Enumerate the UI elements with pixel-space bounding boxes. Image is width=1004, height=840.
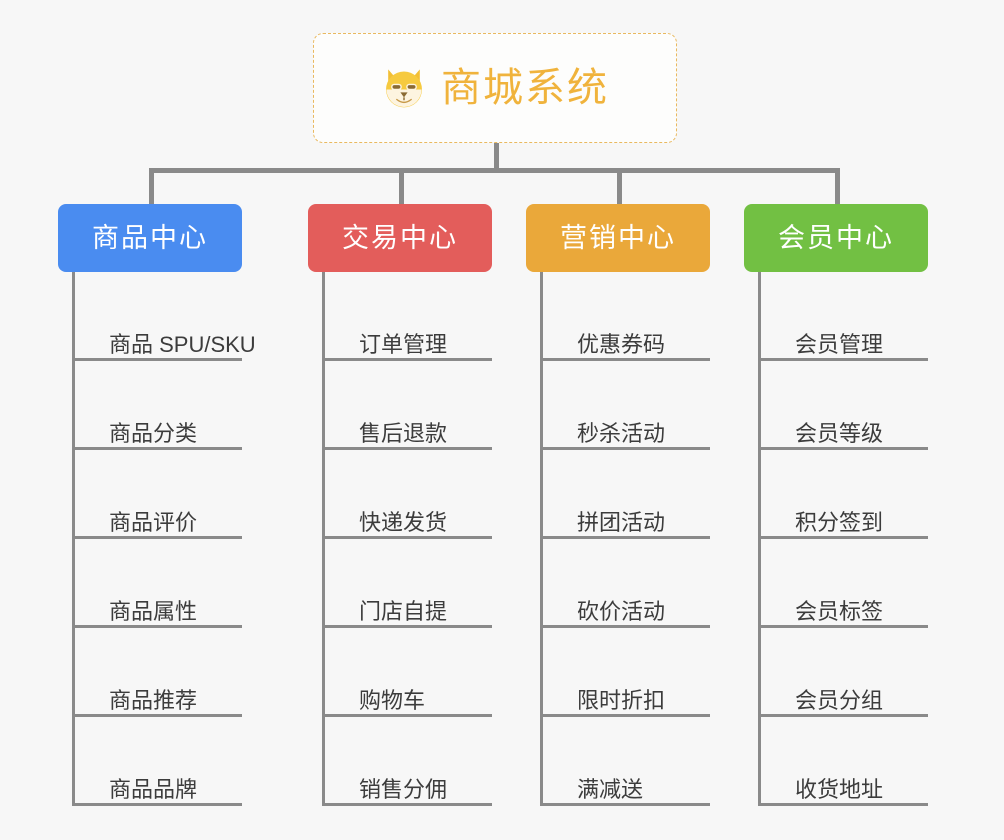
category-label-3: 营销中心: [560, 222, 676, 253]
leaf-item[interactable]: 积分签到: [761, 450, 928, 539]
leaf-item[interactable]: 门店自提: [325, 539, 492, 628]
leaf-label: 限时折扣: [577, 688, 666, 714]
connector-drop-2: [399, 168, 404, 204]
branch-column-3: 营销中心 优惠券码 秒杀活动 拼团活动 砍价活动 限时折扣 满减送: [526, 204, 710, 806]
leaf-label: 购物车: [359, 688, 426, 714]
leaf-item[interactable]: 会员管理: [761, 272, 928, 361]
leaf-label: 快递发货: [359, 510, 448, 536]
leaf-label: 商品品牌: [109, 777, 198, 803]
leaf-label: 商品 SPU/SKU: [109, 332, 256, 358]
leaf-item[interactable]: 售后退款: [325, 361, 492, 450]
category-label-1: 商品中心: [92, 222, 208, 253]
leaf-label: 商品推荐: [109, 688, 198, 714]
leaf-label: 会员管理: [795, 332, 884, 358]
leaf-label: 拼团活动: [577, 510, 666, 536]
connector-drop-1: [149, 168, 154, 204]
leaf-label: 满减送: [577, 777, 644, 803]
leaf-item[interactable]: 满减送: [543, 717, 710, 806]
connector-horizontal-bus: [149, 168, 840, 173]
leaf-label: 订单管理: [359, 332, 448, 358]
leaf-item[interactable]: 拼团活动: [543, 450, 710, 539]
leaf-item[interactable]: 收货地址: [761, 717, 928, 806]
leaf-item[interactable]: 商品推荐: [75, 628, 242, 717]
leaf-item[interactable]: 商品 SPU/SKU: [75, 272, 256, 361]
leaf-item[interactable]: 会员标签: [761, 539, 928, 628]
leaf-list-2: 订单管理 售后退款 快递发货 门店自提 购物车 销售分佣: [322, 272, 492, 806]
leaf-label: 会员分组: [795, 688, 884, 714]
root-node[interactable]: 商城系统: [313, 33, 677, 143]
leaf-label: 门店自提: [359, 599, 448, 625]
connector-drop-4: [835, 168, 840, 204]
leaf-item[interactable]: 销售分佣: [325, 717, 492, 806]
leaf-item[interactable]: 商品分类: [75, 361, 242, 450]
leaf-item[interactable]: 商品评价: [75, 450, 242, 539]
leaf-label: 积分签到: [795, 510, 884, 536]
leaf-item[interactable]: 会员分组: [761, 628, 928, 717]
leaf-item[interactable]: 购物车: [325, 628, 492, 717]
category-box-1[interactable]: 商品中心: [58, 204, 242, 272]
category-label-2: 交易中心: [342, 222, 458, 253]
category-box-2[interactable]: 交易中心: [308, 204, 492, 272]
leaf-label: 优惠券码: [577, 332, 666, 358]
leaf-label: 会员标签: [795, 599, 884, 625]
branch-column-1: 商品中心 商品 SPU/SKU 商品分类 商品评价 商品属性 商品推荐 商品品牌: [58, 204, 256, 806]
leaf-item[interactable]: 快递发货: [325, 450, 492, 539]
leaf-list-1: 商品 SPU/SKU 商品分类 商品评价 商品属性 商品推荐 商品品牌: [72, 272, 256, 806]
leaf-item[interactable]: 优惠券码: [543, 272, 710, 361]
leaf-label: 销售分佣: [359, 777, 448, 803]
category-label-4: 会员中心: [778, 222, 894, 253]
connector-drop-3: [617, 168, 622, 204]
leaf-label: 售后退款: [359, 421, 448, 447]
leaf-item[interactable]: 秒杀活动: [543, 361, 710, 450]
leaf-label: 商品分类: [109, 421, 198, 447]
leaf-label: 砍价活动: [577, 599, 666, 625]
leaf-item[interactable]: 限时折扣: [543, 628, 710, 717]
leaf-list-4: 会员管理 会员等级 积分签到 会员标签 会员分组 收货地址: [758, 272, 928, 806]
leaf-list-3: 优惠券码 秒杀活动 拼团活动 砍价活动 限时折扣 满减送: [540, 272, 710, 806]
leaf-item[interactable]: 商品属性: [75, 539, 242, 628]
leaf-label: 商品属性: [109, 599, 198, 625]
leaf-label: 收货地址: [795, 777, 884, 803]
category-box-4[interactable]: 会员中心: [744, 204, 928, 272]
leaf-label: 商品评价: [109, 510, 198, 536]
leaf-item[interactable]: 订单管理: [325, 272, 492, 361]
branch-column-2: 交易中心 订单管理 售后退款 快递发货 门店自提 购物车 销售分佣: [308, 204, 492, 806]
dog-face-icon: [386, 69, 422, 108]
leaf-item[interactable]: 会员等级: [761, 361, 928, 450]
leaf-item[interactable]: 砍价活动: [543, 539, 710, 628]
leaf-item[interactable]: 商品品牌: [75, 717, 242, 806]
branch-column-4: 会员中心 会员管理 会员等级 积分签到 会员标签 会员分组 收货地址: [744, 204, 928, 806]
leaf-label: 秒杀活动: [577, 421, 666, 447]
root-title: 商城系统: [441, 66, 609, 110]
category-box-3[interactable]: 营销中心: [526, 204, 710, 272]
connector-root-stem: [494, 143, 499, 171]
leaf-label: 会员等级: [795, 421, 884, 447]
